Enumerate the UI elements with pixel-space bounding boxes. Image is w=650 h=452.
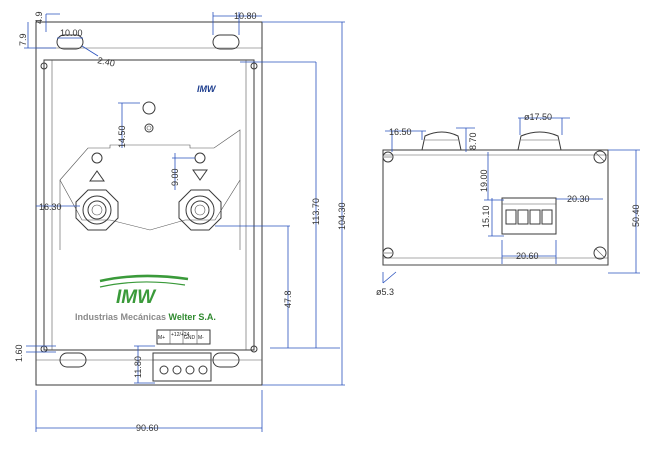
right-led [194,152,206,164]
up-triangle [89,170,105,182]
side-knob-left [421,131,462,151]
dim-9-00: 9.00 [170,168,180,186]
side-screws [382,150,607,260]
right-button [178,189,222,231]
screw-bottom-right [250,345,258,353]
dim-19-00: 19.00 [479,169,489,192]
large-logo: IMW [99,274,189,308]
dim-16-50: 16.50 [389,127,412,137]
left-button [75,189,119,231]
dim-17-50: ø17.50 [524,112,552,122]
dim-113-70: 113.70 [311,198,321,225]
dim-20-60: 20.60 [516,251,539,261]
side-knob-right [517,131,562,151]
terminal-label-2: +12/+24 [171,332,190,338]
small-logo: IMW [197,84,217,94]
face-bevel [59,129,241,231]
dim-2-40: 2.40 [97,55,116,68]
dim-4-9: 4.9 [34,11,44,24]
dim-15-10: 15.10 [481,205,491,228]
dim-14-50: 14.50 [117,125,127,148]
dim-20-30: 20.30 [567,194,590,204]
dim-47-8: 47.8 [283,290,293,308]
mounting-plate [35,21,263,386]
center-switch [144,123,154,133]
company-name: Industrias Mecánicas Welter S.A. [75,312,216,322]
dim-10-80: 10.80 [234,11,257,21]
side-terminal [501,197,557,235]
dim-11-80: 11.80 [133,356,143,378]
terminal-label-1: M+ [158,335,165,341]
dim-90-60: 90.60 [136,423,159,433]
screw-top-left [40,62,48,70]
dim-7-9: 7.9 [18,33,28,46]
slot-top-left [56,34,84,50]
screw-top-right [250,62,258,70]
terminal-block: M+ +12/+24 GND M- [152,329,212,382]
dim-1-60: 1.60 [14,344,24,362]
slot-top-right [212,34,240,50]
center-switch-inner [146,125,152,131]
dim-10-00: 10.00 [60,28,83,38]
slot-bottom-left [59,352,87,368]
dim-16-30: 16.30 [39,202,62,212]
side-view: 16.50 ø17.50 8.70 19.00 20.30 15.10 50.4… [376,112,641,297]
center-led [142,101,156,115]
down-triangle [192,169,208,181]
side-body [382,149,609,266]
dim-5-3: ø5.3 [376,287,394,297]
slot-bottom-right [212,352,240,368]
terminal-label-3: GND [184,335,196,341]
dim-50-40: 50.40 [631,204,641,227]
left-led [91,152,103,164]
housing-body [43,59,255,351]
dim-8-70: 8.70 [468,132,478,150]
dim-104-30: 104.30 [337,202,347,230]
terminal-label-4: M- [198,335,204,341]
large-logo-text: IMW [116,287,157,308]
front-view: IMW IMW Industrias Mecánicas Welter S.A.… [14,11,347,433]
